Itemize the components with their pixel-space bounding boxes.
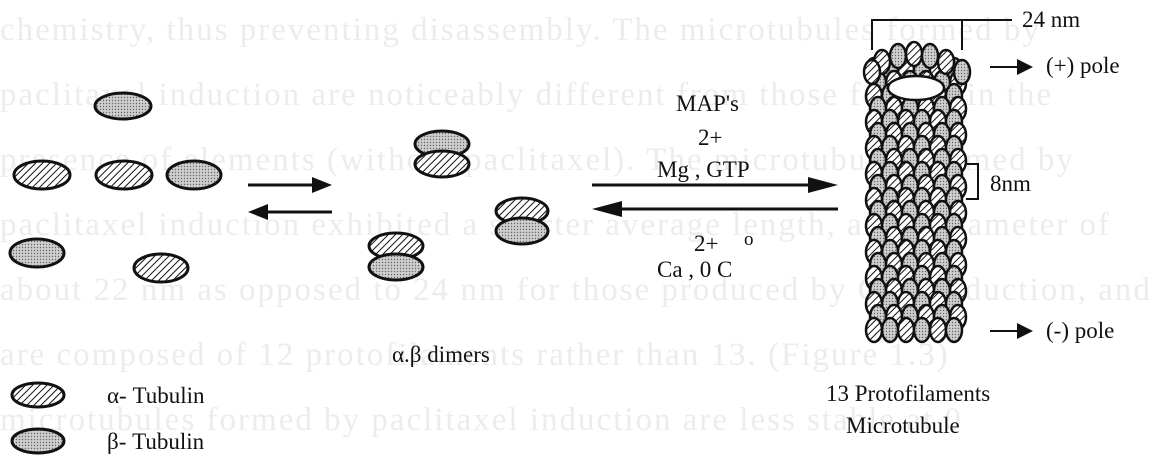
alpha-tubulin-subunit — [928, 316, 948, 344]
alpha-tubulin-monomer — [132, 252, 190, 284]
reverse-arrow-head — [248, 204, 268, 220]
background-text-line: chemistry, thus preventing disassembly. … — [0, 12, 1041, 48]
beta-tubulin-subunit — [944, 316, 964, 344]
minus-pole-label: (-) pole — [1046, 318, 1115, 343]
microtubule-rim-subunit — [904, 40, 924, 68]
beta-tubulin-monomer — [367, 252, 425, 282]
plus-pole-label: (+) pole — [1046, 53, 1120, 78]
microtubule-rim-subunit — [862, 58, 882, 86]
microtubule-top-ring — [862, 40, 972, 102]
forward-arrow-head — [312, 177, 332, 193]
scale-bracket-8nm — [966, 163, 979, 200]
beta-tubulin-legend-icon — [10, 427, 66, 455]
forward-condition-charge: 2+ — [698, 125, 723, 150]
legend-alpha-label: α- Tubulin — [107, 383, 205, 408]
reverse-condition-charge: 2+ — [694, 231, 719, 256]
microtubule-rim-subunit — [952, 58, 972, 86]
beta-tubulin-subunit — [880, 316, 900, 344]
microtubule-rim-subunit — [936, 48, 956, 76]
legend-beta-label: β- Tubulin — [107, 429, 205, 454]
microtubule — [864, 56, 968, 344]
forward-condition-mg-gtp: Mg , GTP — [657, 157, 750, 182]
alpha-tubulin-monomer — [413, 149, 471, 179]
scale-label-8nm: 8nm — [990, 171, 1031, 196]
beta-tubulin-subunit — [912, 316, 932, 344]
microtubule-rim-subunit — [888, 42, 908, 70]
background-text-line: microtubules formed by paclitaxel induct… — [0, 402, 963, 438]
alpha-tubulin-monomer — [94, 159, 154, 191]
depolymerization-arrow-head — [592, 201, 622, 217]
alpha-tubulin-subunit — [864, 316, 884, 344]
reverse-condition-degree: o — [744, 229, 754, 250]
alpha-tubulin-legend-icon — [10, 381, 66, 409]
reverse-condition-ca-temp: Ca , 0 C — [657, 257, 733, 282]
microtubule-lumen-opening — [886, 74, 946, 102]
beta-tubulin-monomer — [165, 159, 223, 191]
scale-bracket-24nm — [871, 19, 963, 50]
alpha-tubulin-subunit — [896, 316, 916, 344]
microtubule-rim-subunit — [920, 42, 940, 70]
alpha-tubulin-monomer — [12, 159, 72, 191]
dimers-label: α.β dimers — [392, 342, 490, 367]
polymerization-arrow-head — [808, 177, 838, 193]
microtubule-label: Microtubule — [846, 413, 960, 438]
beta-tubulin-monomer — [8, 237, 66, 269]
background-text-line: are composed of 12 protofilaments rather… — [0, 337, 950, 373]
beta-tubulin-monomer — [93, 91, 153, 121]
microtubule-label-protofilaments: 13 Protofilaments — [826, 381, 991, 406]
forward-condition-map: MAP's — [676, 91, 739, 116]
scale-label-24nm: 24 nm — [1022, 7, 1081, 32]
beta-tubulin-monomer — [494, 216, 550, 246]
